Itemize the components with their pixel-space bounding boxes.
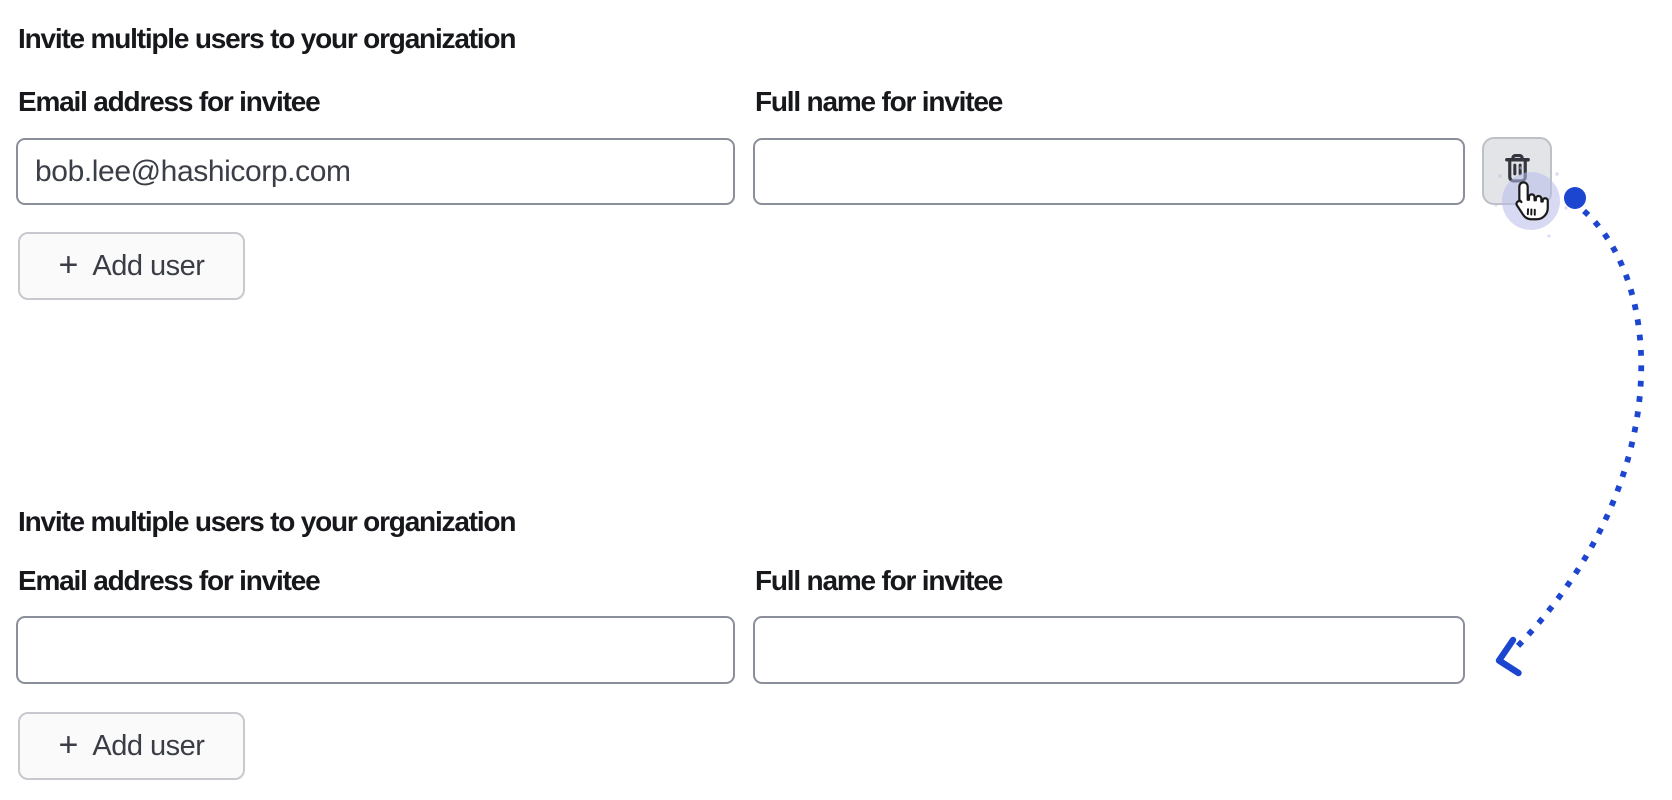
arrowhead-icon (1495, 636, 1522, 677)
fullname-input[interactable] (753, 616, 1465, 684)
add-user-button[interactable]: + Add user (18, 712, 245, 780)
plus-icon: + (58, 726, 79, 764)
add-user-button[interactable]: + Add user (18, 232, 245, 300)
form-title: Invite multiple users to your organizati… (18, 506, 516, 537)
form-title: Invite multiple users to your organizati… (18, 23, 516, 54)
fullname-label: Full name for invitee (755, 86, 1003, 117)
dotted-arrow-path (1513, 208, 1645, 651)
fullname-input[interactable] (753, 138, 1465, 205)
email-input[interactable] (16, 616, 735, 684)
plus-icon: + (58, 246, 79, 284)
email-label: Email address for invitee (18, 86, 321, 117)
email-input[interactable] (16, 138, 735, 205)
email-label: Email address for invitee (18, 565, 321, 596)
fullname-label: Full name for invitee (755, 565, 1003, 596)
trash-icon (1502, 153, 1533, 186)
add-user-label: Add user (92, 729, 205, 762)
delete-row-button[interactable] (1482, 137, 1552, 205)
add-user-label: Add user (92, 249, 205, 282)
click-origin-dot (1564, 187, 1586, 209)
